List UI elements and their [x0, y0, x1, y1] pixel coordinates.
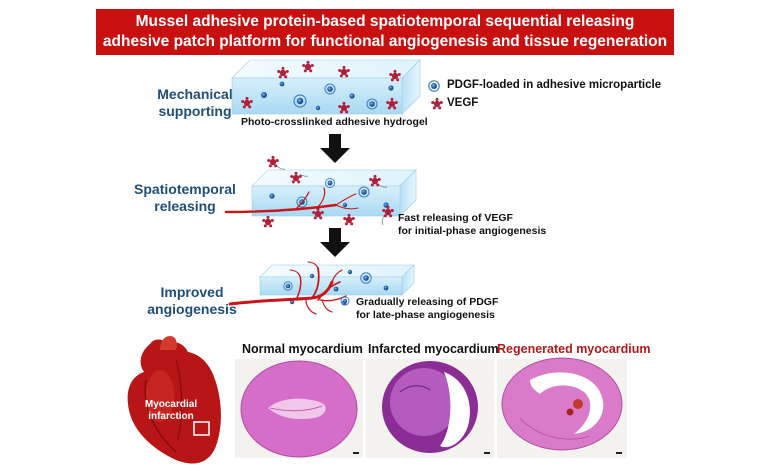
caption-infarcted: Infarcted myocardium	[368, 342, 499, 356]
photo-regenerated	[497, 357, 627, 458]
stage-label-angiogenesis: Improved angiogenesis	[147, 284, 237, 317]
vegf-release-note: Fast releasing of VEGF for initial-phase…	[398, 212, 547, 237]
title-line-1: Mussel adhesive protein-based spatiotemp…	[135, 13, 635, 30]
heart-label: Myocardial infarction	[144, 399, 198, 422]
legend-pdgf-label: PDGF-loaded in adhesive microparticle	[447, 79, 662, 91]
caption-regenerated: Regenerated myocardium	[497, 342, 651, 356]
blood-vessel-stage-2	[224, 187, 359, 214]
microparticles-stage-3	[283, 269, 389, 306]
infarction-region-marker	[193, 421, 210, 436]
hydrogel-slab-2	[251, 169, 417, 217]
down-arrow-2	[320, 228, 350, 257]
legend-vegf-label: VEGF	[447, 97, 479, 109]
microparticles-stage-1	[261, 81, 394, 111]
title-banner: Mussel adhesive protein-based spatiotemp…	[96, 9, 674, 55]
photo-normal	[235, 359, 363, 458]
blood-vessel-stage-3	[228, 261, 347, 315]
pdgf-release-icon	[340, 296, 350, 306]
photo-infarcted	[366, 359, 494, 458]
release-trails-stage-2	[276, 165, 388, 226]
title-line-2: adhesive patch platform for functional a…	[102, 33, 668, 50]
microparticle-icon	[428, 80, 440, 92]
hydrogel-label: Photo-crosslinked adhesive hydrogel	[241, 116, 428, 128]
down-arrow-1	[320, 134, 350, 163]
stage-label-mechanical: Mechanical supporting	[157, 86, 233, 119]
vegf-icon	[431, 97, 443, 110]
pdgf-release-note: Gradually releasing of PDGF for late-pha…	[356, 296, 499, 321]
heart-illustration	[127, 336, 221, 464]
stage-label-spatiotemporal: Spatiotemporal releasing	[134, 181, 236, 214]
caption-normal: Normal myocardium	[242, 342, 363, 356]
